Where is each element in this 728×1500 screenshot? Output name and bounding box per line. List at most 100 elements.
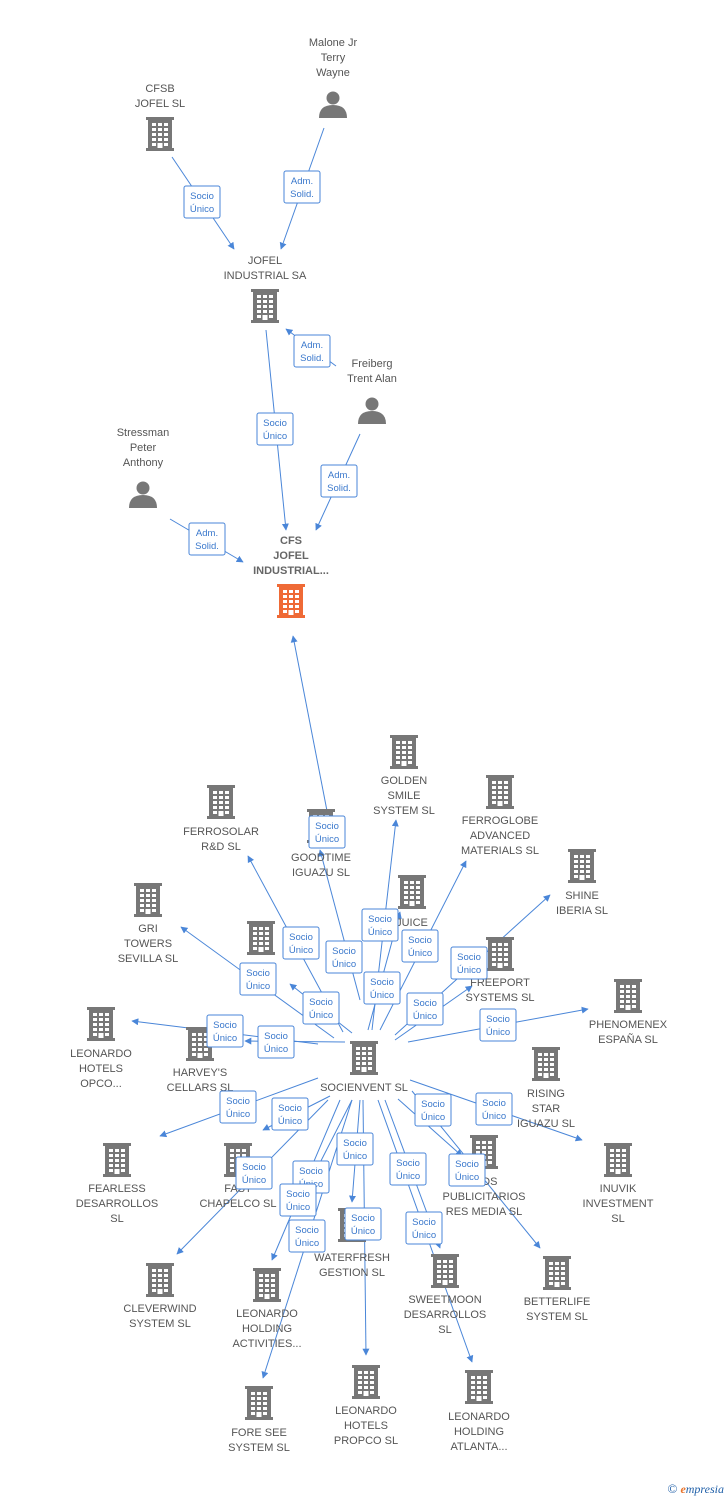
node-label: INVESTMENT [583, 1198, 654, 1210]
relation-label-text: Único [486, 1027, 510, 1038]
relation-label-text: Único [457, 965, 481, 976]
node-label: FEARLESS [88, 1183, 145, 1195]
relation-label-text: Único [351, 1226, 375, 1237]
node-label: SYSTEMS SL [465, 992, 534, 1004]
node-label: HARVEY'S [173, 1067, 227, 1079]
relation-label-text: Único [343, 1151, 367, 1162]
node-label: PROPCO SL [334, 1435, 398, 1447]
relation-label-text: Socio [413, 998, 437, 1009]
building-icon [247, 921, 275, 955]
node-label: R&D SL [201, 841, 241, 853]
relation-label-text: Socio [315, 821, 339, 832]
node-cfs[interactable]: CFSJOFELINDUSTRIAL... [253, 535, 329, 618]
relation-label-text: Adm. [301, 340, 323, 351]
relation-label[interactable]: Adm.Solid. [283, 170, 321, 204]
node-label: Trent Alan [347, 373, 397, 385]
node-label: FERROGLOBE [462, 815, 538, 827]
node-leonardoatlanta[interactable]: LEONARDOHOLDINGATLANTA... [448, 1370, 510, 1453]
node-leonardoholding[interactable]: LEONARDOHOLDINGACTIVITIES... [232, 1268, 302, 1350]
relation-label-text: Socio [455, 1159, 479, 1170]
relation-label-text: Único [246, 981, 270, 992]
relation-label-text: Solid. [327, 483, 351, 494]
relation-label-text: Socio [242, 1162, 266, 1173]
relation-label[interactable]: Adm. Solid. [293, 334, 331, 368]
node-label: JOFEL [248, 255, 282, 267]
node-label: ATLANTA... [450, 1441, 507, 1453]
node-label: Malone Jr [309, 37, 358, 49]
node-label: SEVILLA SL [118, 953, 179, 965]
node-leonardoopco[interactable]: LEONARDOHOTELSOPCO... [70, 1007, 132, 1090]
node-juice[interactable]: JUICE [396, 875, 428, 929]
relation-label-text: Único [295, 1238, 319, 1249]
node-label: Wayne [316, 67, 350, 79]
node-label: Freiberg [352, 358, 393, 370]
relation-label-text: Socio [482, 1098, 506, 1109]
relation-label-text: Socio [226, 1096, 250, 1107]
brand-name: mpresia [685, 1482, 724, 1496]
relation-label-text: Socio [486, 1014, 510, 1025]
node-socienvent[interactable]: SOCIENVENT SL [320, 1041, 408, 1094]
building-icon [253, 1268, 281, 1302]
node-label: BETTERLIFE [524, 1296, 591, 1308]
building-icon [398, 875, 426, 909]
relation-label-text: Socio [309, 997, 333, 1008]
relation-label[interactable]: Adm.Solid. [320, 464, 358, 498]
edge-labels-layer: SocioÚnicoAdm.Solid.Adm.Solid.SocioÚnico… [183, 170, 517, 1253]
relation-label-text: Único [413, 1011, 437, 1022]
node-label: GESTION SL [319, 1267, 385, 1279]
relation-label[interactable]: Adm.Solid. [188, 522, 226, 556]
node-label: WATERFRESH [314, 1252, 390, 1264]
relation-label-text: Solid. [290, 189, 314, 200]
relation-label-text: Solid. [300, 353, 324, 364]
relation-label-text: Solid. [195, 541, 219, 552]
